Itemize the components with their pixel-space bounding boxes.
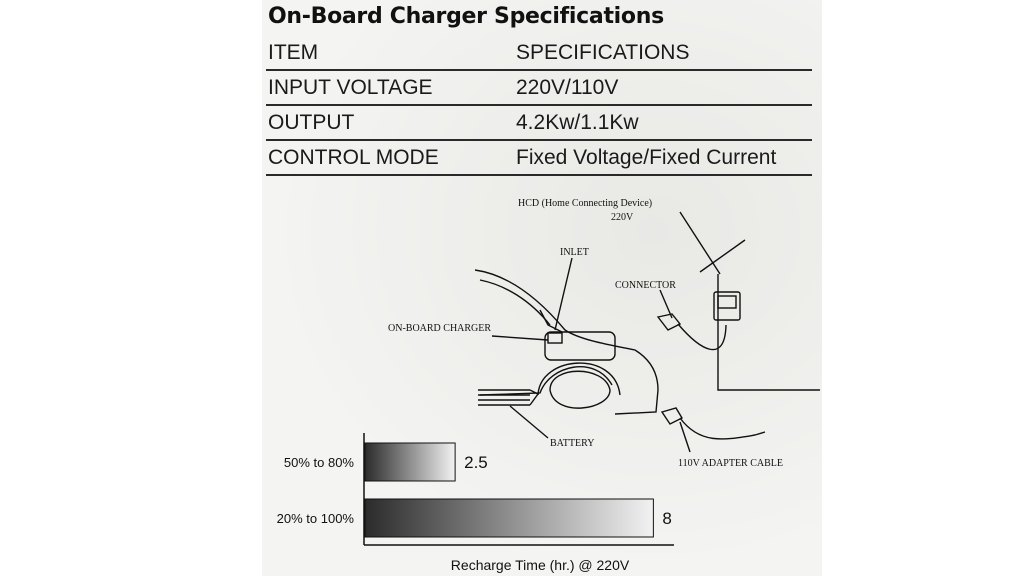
charging-system-diagram: HCD (Home Connecting Device) 220V INLET … xyxy=(388,198,820,469)
car-wheel xyxy=(549,370,611,409)
connector-cable xyxy=(677,323,727,351)
hcd-pole xyxy=(699,239,820,391)
car-roof-outline xyxy=(474,269,659,415)
label-adapter-cable: 110V ADAPTER CABLE xyxy=(678,458,783,469)
label-hcd: HCD (Home Connecting Device) xyxy=(518,198,652,209)
label-on-board-charger: ON-BOARD CHARGER xyxy=(388,323,491,334)
page-background xyxy=(262,0,822,576)
table-row: INPUT VOLTAGE 220V/110V xyxy=(266,71,812,106)
hcd-box xyxy=(713,291,741,321)
label-hcd-voltage: 220V xyxy=(611,212,634,223)
row-spec: 220V/110V xyxy=(516,75,619,99)
row-spec: Fixed Voltage/Fixed Current xyxy=(516,145,777,169)
label-connector: CONNECTOR xyxy=(615,280,676,291)
connector-plug xyxy=(656,313,682,331)
row-item: INPUT VOLTAGE xyxy=(268,75,433,99)
leader-adapter-cable xyxy=(679,421,691,453)
chart-category-label: 50% to 80% xyxy=(284,455,355,470)
header-specifications: SPECIFICATIONS xyxy=(516,40,690,64)
label-battery: BATTERY xyxy=(550,438,594,449)
car-wheel-arch xyxy=(537,362,621,396)
document-title: On-Board Charger Specifications xyxy=(268,4,664,29)
leader-hcd xyxy=(679,211,721,275)
adapter-plug xyxy=(660,407,683,425)
chart-value-label: 8 xyxy=(662,509,671,528)
chart-category-label: 20% to 100% xyxy=(277,511,355,526)
spec-table-header: ITEM SPECIFICATIONS xyxy=(266,36,812,71)
spec-table: ITEM SPECIFICATIONS INPUT VOLTAGE 220V/1… xyxy=(266,36,812,176)
recharge-time-chart: 50% to 80% 2.5 20% to 100% 8 Recharge Time … xyxy=(277,433,674,573)
on-board-charger-box xyxy=(544,331,616,361)
table-row: OUTPUT 4.2Kw/1.1Kw xyxy=(266,106,812,141)
chart-value-label: 2.5 xyxy=(464,453,488,472)
label-inlet: INLET xyxy=(560,247,589,258)
row-item: CONTROL MODE xyxy=(268,145,439,169)
inlet-socket xyxy=(547,332,563,344)
header-item: ITEM xyxy=(268,40,319,64)
leader-connector xyxy=(659,289,673,319)
chart-bar-0 xyxy=(364,442,456,482)
adapter-tail xyxy=(754,431,766,436)
adapter-cable xyxy=(679,417,756,440)
car-rear-window xyxy=(539,309,563,333)
row-spec: 4.2Kw/1.1Kw xyxy=(516,110,639,134)
leader-inlet xyxy=(554,257,573,331)
chart-bar-1 xyxy=(364,498,654,538)
leader-on-board-charger xyxy=(491,335,549,341)
chart-x-axis-label: Recharge Time (hr.) @ 220V xyxy=(451,557,630,573)
row-item: OUTPUT xyxy=(268,110,355,134)
hcd-screen xyxy=(717,295,737,309)
leader-battery xyxy=(509,405,549,439)
car-lower-body xyxy=(479,366,613,396)
battery-pack xyxy=(478,389,540,406)
page-shading xyxy=(262,0,822,576)
table-row: CONTROL MODE Fixed Voltage/Fixed Current xyxy=(266,141,812,176)
